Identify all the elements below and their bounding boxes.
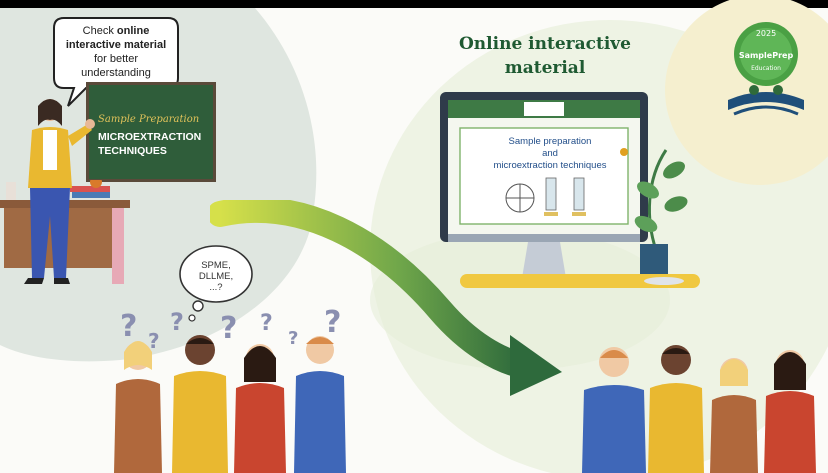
svg-text:?: ? (324, 305, 341, 340)
confused-students (114, 335, 346, 473)
top-black-bar (0, 0, 828, 8)
svg-text:?: ? (288, 328, 298, 349)
svg-text:?: ? (260, 311, 273, 336)
sampleprep-logo: 2025 SamplePrep Education (728, 22, 804, 116)
logo-sub: Education (751, 65, 781, 72)
page-heading: Online interactive material (459, 34, 631, 78)
logo-year: 2025 (756, 29, 776, 38)
plant-and-desk (460, 149, 700, 288)
svg-text:?: ? (170, 308, 184, 336)
blackboard-script-title: Sample Preparation (98, 114, 200, 125)
speech-bubble-text: Check online interactive material for be… (65, 25, 167, 79)
thought-bubble-text: SPME, DLLME, ...? (198, 260, 234, 293)
teacher-figure (24, 99, 95, 284)
svg-text:?: ? (148, 329, 160, 353)
monitor-screen-title: Sample preparation and microextraction t… (493, 136, 607, 171)
logo-text: SamplePrep (739, 51, 794, 60)
blackboard-title: MICROEXTRACTION TECHNIQUES (98, 131, 202, 157)
svg-text:?: ? (120, 309, 137, 344)
thought-bubble (179, 245, 253, 322)
svg-text:?: ? (220, 311, 237, 346)
happy-students (582, 345, 816, 473)
transition-arrow (210, 200, 562, 396)
question-marks: ? ? ? ? ? ? ? (120, 305, 341, 353)
